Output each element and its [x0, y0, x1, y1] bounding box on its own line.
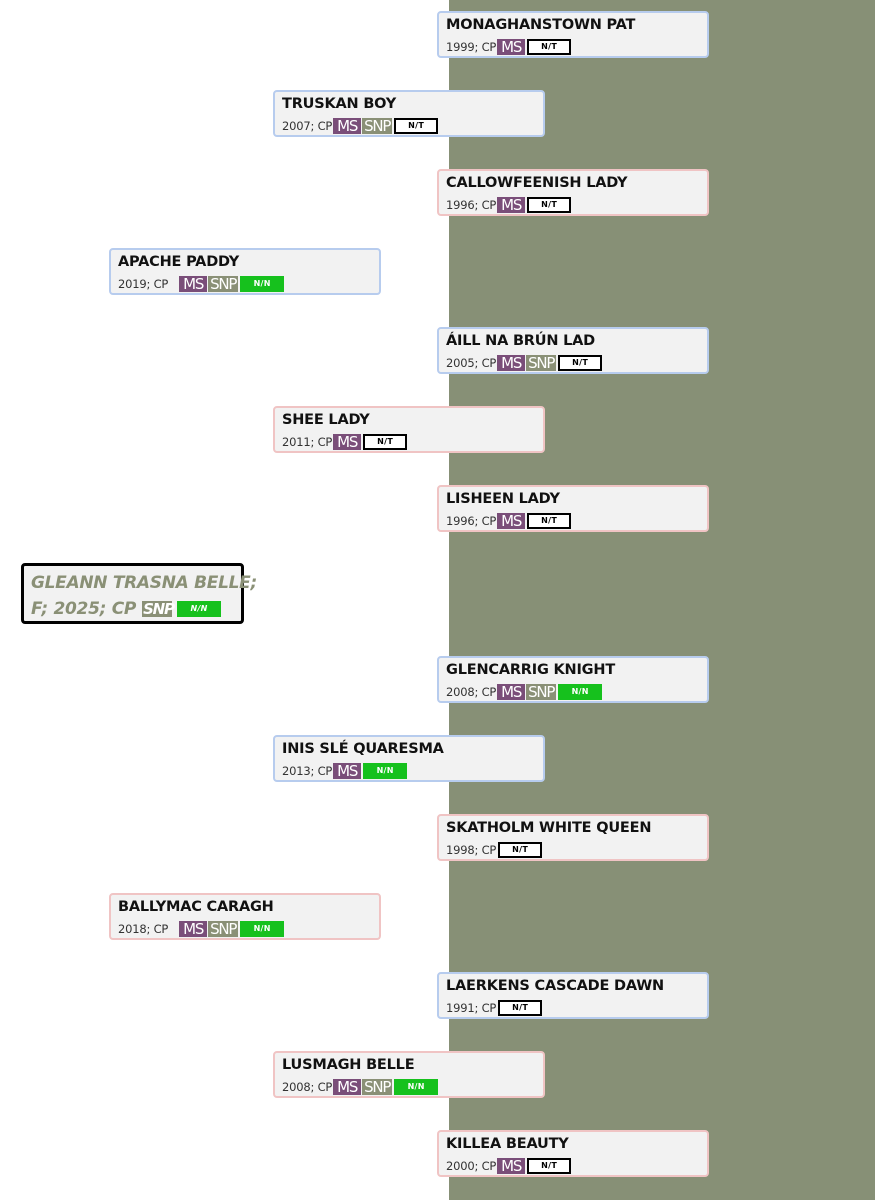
- nt-result-tag: N/T: [363, 433, 408, 450]
- nt-result-tag: N/T: [394, 117, 439, 134]
- horse-year-breed: 2019; CP: [118, 276, 169, 291]
- horse-name: APACHE PADDY: [118, 254, 240, 270]
- horse-year-breed: 2011; CP: [282, 434, 333, 449]
- horse-year-breed: 1998; CP: [446, 842, 497, 857]
- ms-badge: MS: [497, 683, 526, 700]
- snp-badge: SNP: [208, 919, 239, 938]
- nn-result-tag: N/N: [394, 1078, 439, 1095]
- horse-year-breed: 1996; CP: [446, 197, 497, 212]
- subject-name: GLEANN TRASNA BELLE;: [31, 570, 257, 596]
- nt-result-tag: N/T: [498, 841, 543, 858]
- horse-name: TRUSKAN BOY: [282, 96, 397, 112]
- subject-name-text: GLEANN TRASNA BELLE;: [31, 573, 257, 593]
- ms-badge: MS: [179, 275, 208, 292]
- snp-badge: SNP: [526, 353, 557, 372]
- ms-badge: MS: [333, 117, 362, 134]
- snp-badge: SNP: [362, 1077, 393, 1096]
- nt-result-tag: N/T: [527, 38, 572, 55]
- horse-name: LISHEEN LADY: [446, 491, 560, 507]
- ms-badge: MS: [179, 920, 208, 937]
- subject-details: F; 2025; CP SNP N/N: [31, 596, 234, 622]
- horse-year-breed: 2007; CP: [282, 118, 333, 133]
- nn-result-tag: N/N: [240, 920, 285, 937]
- nn-result-tag: N/N: [363, 762, 408, 779]
- nt-result-tag: N/T: [527, 196, 572, 213]
- ms-badge: MS: [333, 433, 362, 450]
- horse-name: GLENCARRIG KNIGHT: [446, 662, 616, 678]
- nt-result-tag: N/T: [498, 999, 543, 1016]
- horse-name: LAERKENS CASCADE DAWN: [446, 978, 664, 994]
- horse-year-breed: 2018; CP: [118, 921, 169, 936]
- horse-name: SHEE LADY: [282, 412, 370, 428]
- horse-name: CALLOWFEENISH LADY: [446, 175, 628, 191]
- subject-details-text: F; 2025; CP: [31, 599, 137, 619]
- horse-name: ÁILL NA BRÚN LAD: [446, 333, 596, 349]
- subject-horse-card[interactable]: GLEANN TRASNA BELLE; F; 2025; CP SNP N/N: [21, 563, 257, 624]
- ms-badge: MS: [497, 196, 526, 213]
- horse-year-breed: 1991; CP: [446, 1000, 497, 1015]
- horse-year-breed: 2000; CP: [446, 1158, 497, 1173]
- horse-year-breed: 1996; CP: [446, 513, 497, 528]
- horse-name: KILLEA BEAUTY: [446, 1136, 569, 1152]
- horse-year-breed: 1999; CP: [446, 39, 497, 54]
- snp-badge: SNP: [208, 274, 239, 293]
- nn-result-tag: N/N: [240, 275, 285, 292]
- ms-badge: MS: [497, 512, 526, 529]
- ms-badge: MS: [497, 1157, 526, 1174]
- snp-badge: SNP: [526, 682, 557, 701]
- snp-badge: SNP: [142, 600, 175, 618]
- ms-badge: MS: [333, 1078, 362, 1095]
- horse-name: MONAGHANSTOWN PAT: [446, 17, 636, 33]
- horse-year-breed: 2013; CP: [282, 763, 333, 778]
- horse-year-breed: 2008; CP: [282, 1079, 333, 1094]
- horse-year-breed: 2005; CP: [446, 355, 497, 370]
- nt-result-tag: N/T: [527, 1157, 572, 1174]
- snp-badge: SNP: [362, 116, 393, 135]
- horse-name: LUSMAGH BELLE: [282, 1057, 415, 1073]
- horse-name: SKATHOLM WHITE QUEEN: [446, 820, 652, 836]
- nt-result-tag: N/T: [558, 354, 603, 371]
- ms-badge: MS: [497, 354, 526, 371]
- horse-name: BALLYMAC CARAGH: [118, 899, 274, 915]
- horse-year-breed: 2008; CP: [446, 684, 497, 699]
- nn-result-tag: N/N: [558, 683, 603, 700]
- nt-result-tag: N/T: [527, 512, 572, 529]
- horse-name: INIS SLÉ QUARESMA: [282, 741, 444, 757]
- ms-badge: MS: [497, 38, 526, 55]
- nn-result-tag: N/N: [177, 601, 222, 617]
- ms-badge: MS: [333, 762, 362, 779]
